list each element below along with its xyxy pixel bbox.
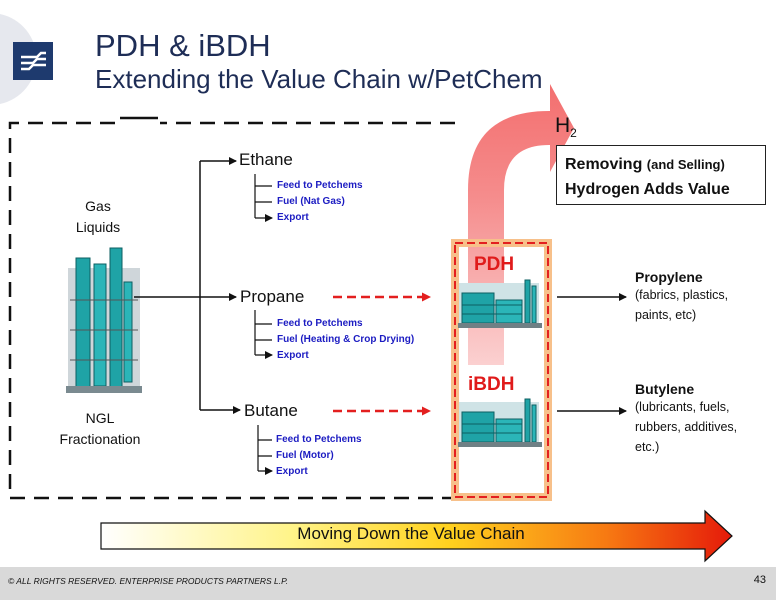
footer-bar (0, 567, 776, 600)
stream-butane: Butane (244, 401, 298, 420)
pdh-label: PDH (474, 254, 515, 275)
footer-copyright: © ALL RIGHTS RESERVED. ENTERPRISE PRODUC… (8, 576, 289, 586)
page-title: PDH & iBDH (95, 28, 271, 63)
page-subtitle: Extending the Value Chain w/PetChem (95, 64, 543, 94)
product-propylene: Propylene (fabrics, plastics,paints, etc… (635, 269, 729, 322)
stream-propane: Propane (240, 287, 305, 306)
product-butylene: Butylene (lubricants, fuels,rubbers, add… (635, 381, 738, 454)
pdh-plant-icon (458, 279, 542, 328)
page-number: 43 (753, 574, 766, 586)
company-logo (13, 42, 53, 80)
ibdh-plant-icon (458, 398, 542, 447)
value-chain-label: Moving Down the Value Chain (297, 524, 525, 543)
stream-ethane: Ethane (239, 150, 293, 169)
fractionation-tower-icon (66, 247, 142, 393)
hydrogen-value-callout: Removing (and Selling) Hydrogen Adds Val… (556, 145, 766, 205)
ibdh-label: iBDH (468, 374, 515, 395)
value-chain-arrow (100, 509, 733, 563)
hydrogen-label: H2 (555, 114, 577, 141)
